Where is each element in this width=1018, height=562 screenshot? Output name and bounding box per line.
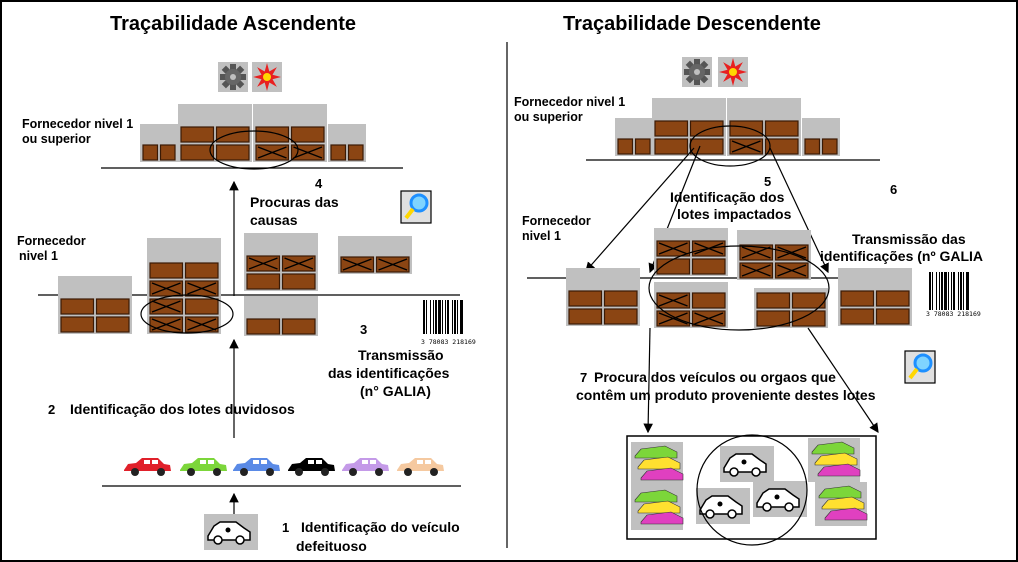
right-arrow-7b — [807, 327, 879, 433]
right-step5-line-2: lotes impactados — [677, 206, 792, 222]
barcode-icon — [423, 300, 463, 334]
right-step5-line-1: Identificação dos — [670, 189, 785, 205]
car-icon-black — [288, 458, 335, 476]
right-top-pallet-1 — [652, 98, 726, 156]
right-barcode-number: 3 78083 218169 — [926, 310, 981, 318]
left-top-pallet-edge-right — [328, 124, 366, 162]
right-mid-highlight-ellipse — [648, 245, 830, 331]
left-step1-number: 1 — [282, 520, 289, 535]
left-supplier-top-label-2: ou superior — [22, 132, 91, 146]
left-mid-pallet-4 — [244, 296, 318, 336]
left-barcode-number: 3 78083 218169 — [421, 338, 476, 346]
left-mid-highlight-ellipse — [140, 294, 234, 334]
left-top-pallet-1 — [178, 104, 252, 162]
gear-icon — [682, 57, 712, 87]
left-mid-pallet-1 — [58, 276, 132, 334]
left-top-pallet-edge-left — [140, 124, 178, 162]
left-supplier-1-label-2: nivel 1 — [19, 249, 58, 263]
suspect-car-icon-3 — [753, 481, 807, 517]
car-icon-red — [124, 458, 171, 476]
right-supplier-top-label-2: ou superior — [514, 110, 583, 124]
right-arrow-5b — [585, 147, 695, 272]
right-mid-pallet-1 — [654, 228, 728, 276]
car-stack-icon-1 — [631, 442, 684, 486]
right-step7-line-2: contêm um produto proveniente destes lot… — [576, 387, 876, 403]
car-icon-peach — [397, 458, 444, 476]
right-results-highlight-ellipse — [696, 434, 808, 546]
right-top-pallet-2 — [727, 98, 801, 156]
left-step2-label: Identificação dos lotes duvidosos — [70, 401, 295, 417]
left-step1-line-2: defeituoso — [296, 538, 367, 554]
defective-car-icon — [204, 514, 258, 550]
barcode-icon — [929, 272, 969, 310]
right-top-highlight-ellipse — [689, 125, 771, 167]
left-step2-number: 2 — [48, 402, 55, 417]
right-supplier-1-label-1: Fornecedor — [522, 214, 591, 228]
car-icon-blue — [233, 458, 280, 476]
suspect-car-icon-1 — [720, 446, 774, 482]
right-top-pallet-edge-right — [802, 118, 840, 156]
left-supplier-top-label-1: Fornecedor nivel 1 — [22, 117, 133, 131]
left-step4-number: 4 — [315, 176, 323, 191]
left-top-pallet-2 — [253, 104, 327, 162]
magnifier-icon — [400, 190, 432, 224]
car-stack-icon-3 — [808, 438, 861, 482]
right-top-pallet-edge-left — [615, 118, 653, 156]
left-supplier-1-label-1: Fornecedor — [17, 234, 86, 248]
right-step7-line-1: Procura dos veículos ou orgaos que — [594, 369, 836, 385]
car-icon-purple — [342, 458, 389, 476]
right-mid-pallet-6 — [838, 268, 912, 326]
car-stack-icon-4 — [815, 482, 868, 526]
left-mid-pallet-2 — [147, 238, 221, 334]
explosion-icon — [718, 57, 748, 87]
right-mid-pallet-5 — [754, 288, 828, 328]
right-arrow-5c — [769, 147, 829, 274]
explosion-icon — [252, 62, 282, 92]
right-step5-number: 5 — [764, 174, 771, 189]
car-stack-icon-2 — [631, 486, 684, 530]
left-step3-number: 3 — [360, 322, 367, 337]
right-step6-number: 6 — [890, 182, 897, 197]
suspect-car-icon-2 — [696, 488, 750, 524]
left-mid-pallet-5 — [338, 236, 412, 274]
magnifier-icon — [904, 350, 936, 384]
left-step3-line-1: Transmissão — [358, 347, 444, 363]
right-step6-line-1: Transmissão das — [852, 231, 966, 247]
right-step7-number: 7 — [580, 370, 587, 385]
left-step3-line-3: (n° GALIA) — [360, 383, 431, 399]
left-step3-line-2: das identificações — [328, 365, 450, 381]
right-step6-line-2: identificações (nº GALIA — [820, 248, 983, 264]
right-mid-pallet-4 — [654, 282, 728, 328]
left-mid-pallet-3 — [244, 233, 318, 291]
left-step4-line-1: Procuras das — [250, 194, 339, 210]
right-supplier-top-label-1: Fornecedor nivel 1 — [514, 95, 625, 109]
left-top-highlight-ellipse — [209, 130, 299, 170]
right-mid-pallet-2 — [737, 230, 811, 280]
right-supplier-1-label-2: nivel 1 — [522, 229, 561, 243]
car-icon-green — [180, 458, 227, 476]
left-title: Traçabilidade Ascendente — [110, 13, 356, 35]
gear-icon — [218, 62, 248, 92]
left-step4-line-2: causas — [250, 212, 298, 228]
right-mid-pallet-3 — [566, 268, 640, 326]
right-title: Traçabilidade Descendente — [563, 13, 821, 35]
right-arrow-7a — [643, 327, 653, 434]
left-step1-line-1: Identificação do veículo — [301, 519, 460, 535]
